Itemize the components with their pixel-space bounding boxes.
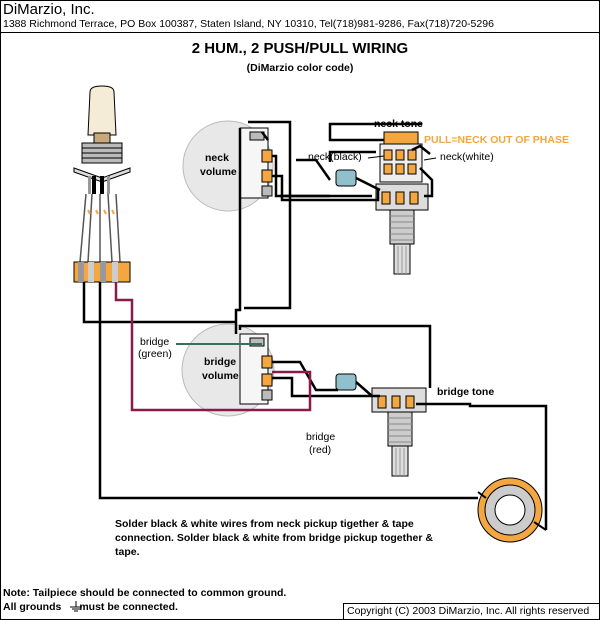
diagram-title: 2 HUM., 2 PUSH/PULL WIRING xyxy=(191,40,409,57)
neck-volume-label-line1: neck xyxy=(205,152,229,164)
neck-black-leader xyxy=(367,155,385,159)
neck-white-label: neck(white) xyxy=(440,151,494,163)
output-jack xyxy=(477,477,547,543)
footnote-line-2b: must be connected. xyxy=(79,601,178,613)
neck-white-leader xyxy=(423,157,437,161)
footnote: Note: Tailpiece should be connected to c… xyxy=(3,586,286,614)
black-wires xyxy=(82,120,548,530)
company-name: DiMarzio, Inc. xyxy=(3,1,95,18)
bridge-volume-label-line2: volume xyxy=(202,370,239,382)
neck-tone-label: neck tone xyxy=(374,118,424,130)
ground-symbol-icon xyxy=(70,601,82,612)
bridge-volume-label-line1: bridge xyxy=(204,356,237,368)
neck-black-label: neck(black) xyxy=(308,151,362,163)
neck-volume-pot xyxy=(182,120,274,212)
bridge-tone-pot xyxy=(371,387,427,477)
company-address: 1388 Richmond Terrace, PO Box 100387, St… xyxy=(3,18,494,30)
bridge-tone-capacitor xyxy=(335,373,357,391)
neck-volume-label-line2: volume xyxy=(200,166,237,178)
diagram-subtitle: (DiMarzio color code) xyxy=(246,62,354,74)
bridge-red-wire xyxy=(114,282,312,412)
bridge-green-label-line2: (green) xyxy=(138,348,172,360)
header-divider xyxy=(0,32,600,33)
bridge-red-label-line1: bridge xyxy=(306,431,336,443)
neck-tone-pot xyxy=(375,131,429,275)
bridge-green-label-line1: bridge xyxy=(140,336,170,348)
instructions-note: Solder black & white wires from neck pic… xyxy=(115,518,433,558)
footnote-line-1: Note: Tailpiece should be connected to c… xyxy=(3,587,287,599)
footnote-line-2: All grounds must be connected. xyxy=(3,600,286,614)
copyright-notice: Copyright (C) 2003 DiMarzio, Inc. All ri… xyxy=(343,603,599,619)
bridge-red-label-line2: (red) xyxy=(309,444,332,456)
pull-phase-note: PULL=NECK OUT OF PHASE xyxy=(424,134,569,146)
footnote-line-2a: All grounds xyxy=(3,601,62,613)
pickup-selector-switch xyxy=(73,85,131,283)
bridge-volume-pot xyxy=(181,323,275,417)
neck-tone-capacitor xyxy=(335,169,357,187)
bridge-tone-label: bridge tone xyxy=(437,386,495,398)
